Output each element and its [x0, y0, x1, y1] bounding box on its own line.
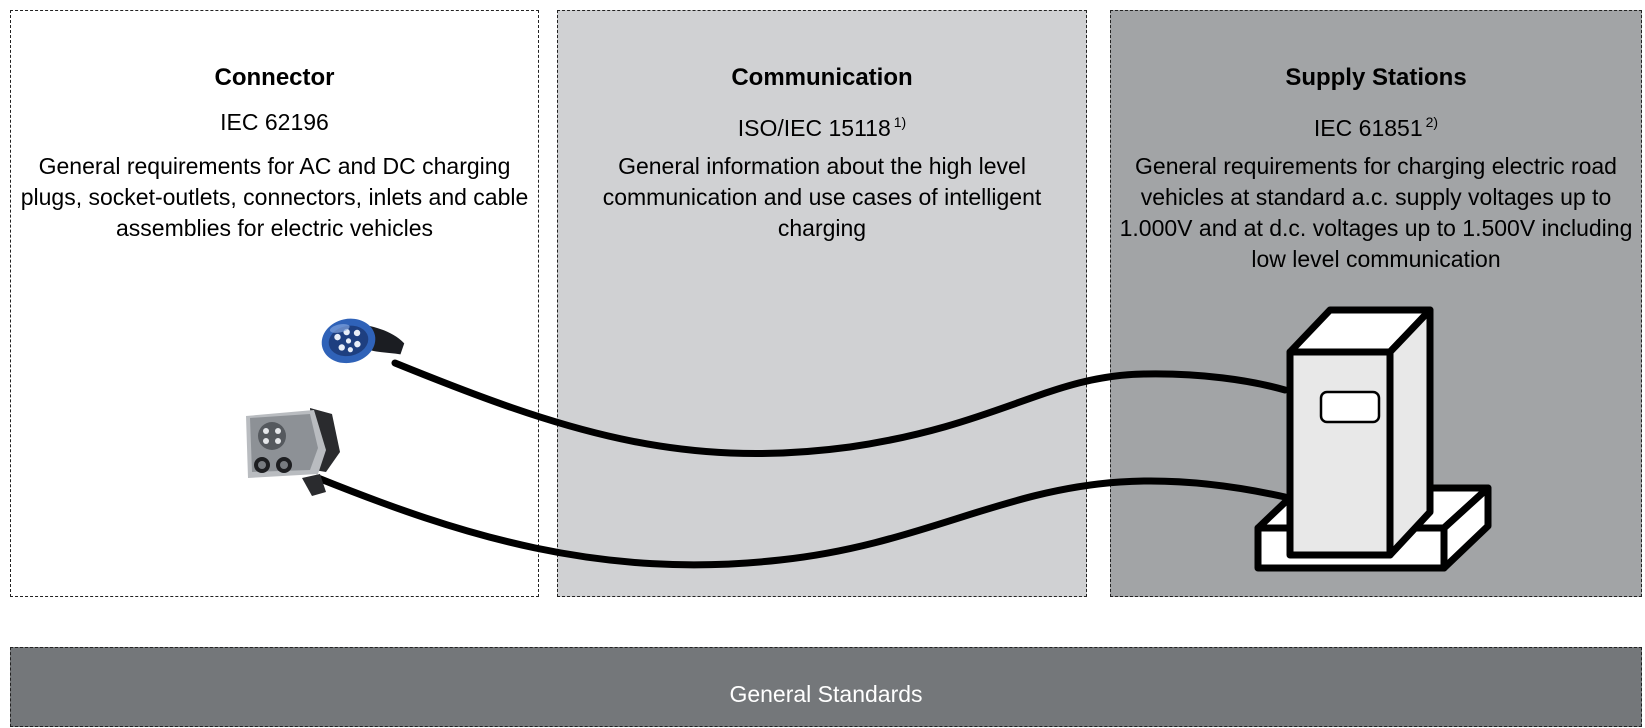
supply-stations-standard-label: IEC 61851	[1313, 115, 1423, 141]
connector-title: Connector	[214, 64, 335, 91]
connector-description: General requirements for AC and DC charg…	[20, 153, 529, 241]
communication-title: Communication	[731, 64, 913, 91]
communication-description: General information about the high level…	[602, 153, 1042, 241]
supply-stations-title: Supply Stations	[1285, 64, 1467, 91]
connector-standard: IEC 62196	[11, 107, 538, 137]
communication-footnote: 1)	[893, 114, 907, 130]
connector-panel: Connector IEC 62196 General requirements…	[10, 10, 539, 597]
supply-stations-description: General requirements for charging electr…	[1119, 153, 1633, 272]
communication-standard-label: ISO/IEC 15118	[737, 115, 891, 141]
connector-standard-label: IEC 62196	[220, 109, 329, 135]
general-standards-bar: General Standards	[10, 647, 1642, 727]
general-standards-label: General Standards	[729, 681, 923, 707]
supply-stations-footnote: 2)	[1425, 114, 1439, 130]
